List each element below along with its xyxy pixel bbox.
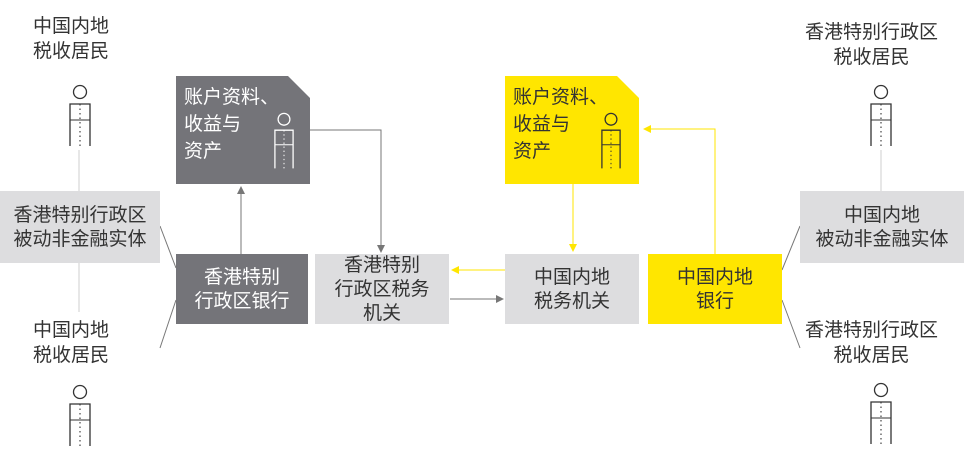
doc-account-info-right: 账户资料、收益与资产 xyxy=(505,76,639,184)
connector-bank-entity-lower xyxy=(781,299,801,349)
person-icon-top-left xyxy=(69,84,91,146)
label-top-right-residents: 香港特别行政区税收居民 xyxy=(805,21,939,68)
connector-bank-entity-upper xyxy=(781,225,801,271)
box-cn-passive-nfe: 中国内地被动非金融实体 xyxy=(800,191,964,263)
person-icon-bottom-left xyxy=(69,384,91,446)
box-cn-bank: 中国内地银行 xyxy=(648,254,782,324)
box-cn-tax-authority: 中国内地税务机关 xyxy=(505,254,639,324)
arrow-doc-to-hk-tax xyxy=(309,129,385,253)
label-bottom-right-residents: 香港特别行政区税收居民 xyxy=(805,319,939,366)
label-bottom-left-residents: 中国内地税收居民 xyxy=(33,319,110,366)
box-hk-tax-authority: 香港特别行政区税务机关 xyxy=(315,254,449,324)
arrow-cn-bank-to-doc xyxy=(643,125,716,254)
doc-account-info-left: 账户资料、收益与资产 xyxy=(176,76,310,184)
connector-entity-bank-lower xyxy=(159,299,177,349)
person-icon-top-right xyxy=(870,84,892,146)
box-hk-passive-nfe: 香港特别行政区被动非金融实体 xyxy=(0,191,160,263)
person-icon-bottom-right xyxy=(870,382,892,444)
person-icon-doc-left xyxy=(274,112,294,169)
person-icon-doc-right xyxy=(601,112,621,169)
label-top-left-residents: 中国内地税收居民 xyxy=(33,15,110,62)
box-hk-bank: 香港特别行政区银行 xyxy=(176,254,308,324)
connector-entity-bank-upper xyxy=(159,225,177,269)
